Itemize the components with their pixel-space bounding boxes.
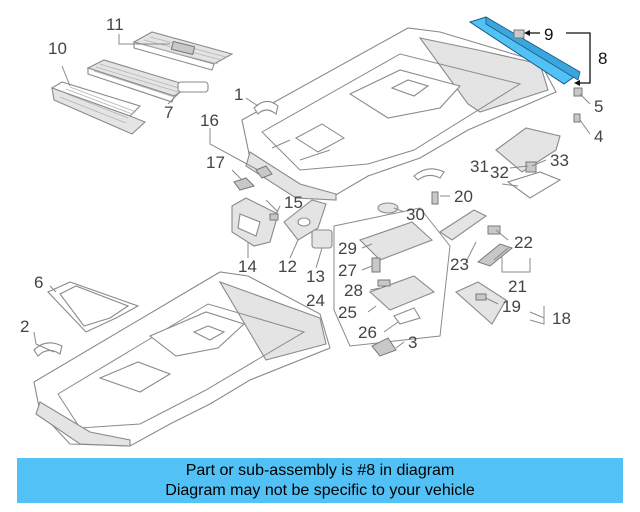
callout-10: 10 bbox=[48, 39, 67, 58]
callout-31: 31 bbox=[470, 157, 489, 176]
callout-11: 11 bbox=[106, 15, 124, 34]
callout-30: 30 bbox=[406, 205, 425, 224]
info-banner: Part or sub-assembly is #8 in diagram Di… bbox=[17, 458, 623, 503]
callout-13: 13 bbox=[306, 267, 325, 286]
callout-23: 23 bbox=[450, 255, 469, 274]
callout-2: 2 bbox=[20, 317, 29, 336]
callout-1: 1 bbox=[234, 85, 243, 104]
callout-15: 15 bbox=[284, 193, 303, 212]
callout-12: 12 bbox=[278, 257, 297, 276]
callout-21: 21 bbox=[508, 277, 527, 296]
lamp-30 bbox=[377, 202, 399, 214]
callout-19: 19 bbox=[502, 297, 521, 316]
overhead-console-31 bbox=[495, 127, 562, 199]
callout-33: 33 bbox=[550, 151, 569, 170]
map-lamp-18 bbox=[455, 281, 507, 325]
callout-14: 14 bbox=[238, 257, 257, 276]
headliner-lower bbox=[33, 271, 331, 447]
parts-diagram: 11 10 7 1 9 8 5 4 16 17 15 14 12 13 24 3… bbox=[20, 15, 607, 447]
callout-9: 9 bbox=[544, 25, 553, 44]
sunshade-panel-11a bbox=[132, 31, 234, 71]
callout-4: 4 bbox=[594, 127, 603, 146]
clip-9 bbox=[513, 29, 525, 39]
callout-3: 3 bbox=[408, 333, 417, 352]
handle-20 bbox=[413, 168, 445, 205]
sunshade-panel-10 bbox=[50, 81, 147, 135]
callout-28: 28 bbox=[344, 281, 363, 300]
leader-lines bbox=[33, 34, 591, 353]
callout-16: 16 bbox=[200, 111, 219, 130]
handle-7 bbox=[177, 81, 209, 93]
lamp-13 bbox=[311, 229, 333, 249]
callout-26: 26 bbox=[358, 323, 377, 342]
callout-32: 32 bbox=[490, 163, 509, 182]
callout-24: 24 bbox=[306, 291, 325, 310]
clip-5-4 bbox=[573, 87, 583, 123]
callout-7: 7 bbox=[164, 103, 173, 122]
part-8-highlighted bbox=[468, 16, 581, 85]
arrow-8 bbox=[574, 80, 580, 86]
console-29-25 bbox=[358, 221, 436, 357]
arrow-9 bbox=[524, 30, 530, 36]
banner-line-1: Part or sub-assembly is #8 in diagram bbox=[185, 461, 455, 479]
callout-20: 20 bbox=[454, 187, 473, 206]
callout-6: 6 bbox=[34, 273, 43, 292]
grab-handle-1 bbox=[253, 100, 279, 115]
sunroof-glass-6 bbox=[47, 281, 140, 333]
callout-25: 25 bbox=[338, 303, 357, 322]
sunshade-panel-11b bbox=[86, 59, 192, 103]
dome-lamp-23 bbox=[438, 209, 514, 267]
group-box-24 bbox=[333, 207, 451, 347]
callout-22: 22 bbox=[514, 233, 533, 252]
callout-27: 27 bbox=[338, 261, 357, 280]
callout-29: 29 bbox=[338, 239, 357, 258]
callout-18: 18 bbox=[552, 309, 571, 328]
headliner-upper bbox=[241, 27, 557, 201]
sun-visor-14 bbox=[231, 197, 279, 247]
callout-8: 8 bbox=[598, 49, 607, 68]
callout-17: 17 bbox=[206, 153, 225, 172]
console-12 bbox=[283, 199, 327, 241]
callout-5: 5 bbox=[594, 97, 603, 116]
banner-line-2: Diagram may not be specific to your vehi… bbox=[165, 481, 475, 499]
